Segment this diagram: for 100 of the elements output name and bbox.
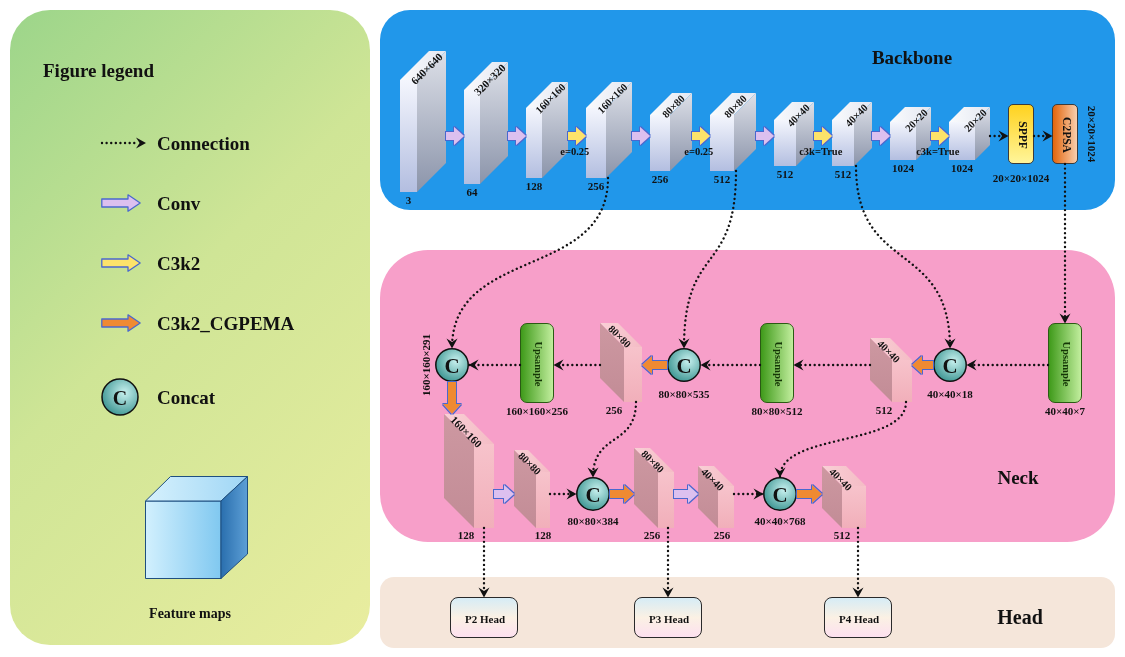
channel-count-label: 512 — [834, 168, 852, 180]
concat-node — [576, 477, 610, 511]
block-arrow — [814, 127, 832, 145]
channel-count-label: 256 — [605, 404, 623, 416]
block-arrow — [872, 127, 890, 145]
section-panel — [380, 10, 1115, 210]
block-arrow — [692, 127, 710, 145]
channel-count-label: 1024 — [951, 162, 973, 174]
legend-label: Concat — [157, 387, 216, 407]
concat-label: C — [772, 484, 788, 505]
head-box — [824, 597, 892, 638]
channel-count-label: 512 — [833, 529, 851, 541]
dotted-arrow — [1059, 162, 1071, 325]
feature-map-block — [698, 466, 734, 528]
block-arrow — [632, 127, 650, 145]
dotted-arrow — [776, 400, 908, 479]
feature-map-block — [400, 51, 446, 192]
concat-label: C — [676, 355, 692, 376]
legend-label: Feature maps — [149, 607, 231, 621]
feature-map-block — [634, 448, 674, 528]
dotted-arrow — [588, 400, 638, 479]
dotted-arrow — [965, 359, 1050, 371]
legend-label: Connection — [157, 133, 250, 153]
dotted-arrow — [478, 526, 490, 599]
concat-node — [933, 348, 967, 382]
upsample-block — [1048, 323, 1082, 403]
channel-count-label: 128 — [457, 529, 475, 541]
concat-node — [763, 477, 797, 511]
feature-map-block — [822, 466, 866, 528]
tensor-shape-label: 40×40×18 — [927, 388, 973, 400]
channel-count-label: 256 — [651, 173, 669, 185]
dotted-arrow — [552, 359, 602, 371]
tensor-shape-label: 160×160×256 — [506, 405, 568, 417]
channel-count-label: 3 — [405, 194, 412, 206]
block-arrow — [443, 382, 461, 414]
head-box — [634, 597, 702, 638]
block-arrow — [912, 356, 933, 374]
feature-map-block — [444, 414, 494, 528]
dotted-arrow — [1032, 130, 1054, 142]
block-arrow — [494, 485, 514, 503]
dotted-arrow — [548, 488, 578, 500]
feature-map-block — [870, 338, 912, 402]
upsample-block — [760, 323, 794, 403]
tensor-shape-label: 40×40×7 — [1045, 405, 1085, 417]
legend-label: C3k2_CGPEMA — [157, 313, 295, 333]
block-arrow — [674, 485, 698, 503]
section-panel — [380, 250, 1115, 542]
module-label: SPPF — [1016, 121, 1028, 149]
dotted-arrow — [447, 176, 610, 350]
feature-map-block — [600, 323, 642, 402]
channel-count-label: 256 — [643, 529, 661, 541]
dotted-arrow — [699, 359, 762, 371]
tensor-shape-label: 20×20×1024 — [992, 172, 1050, 184]
block-arrow — [931, 127, 949, 145]
legend-title: Figure legend — [43, 60, 154, 80]
channel-count-label: 128 — [525, 180, 543, 192]
channel-count-label: 64 — [466, 186, 478, 198]
dotted-arrow — [678, 169, 738, 350]
channel-count-label: 512 — [875, 404, 893, 416]
dotted-arrow — [662, 526, 674, 599]
dotted-arrow — [854, 164, 955, 350]
tensor-shape-label: 160×160×291 — [420, 334, 432, 396]
block-arrow — [610, 485, 634, 503]
block-arrow — [568, 127, 586, 145]
feature-map-block — [514, 450, 550, 528]
dotted-arrow — [852, 526, 864, 599]
feature-map-block — [464, 62, 508, 184]
module-label: Upsample — [1060, 341, 1072, 387]
module-label: Upsample — [532, 341, 544, 387]
dotted-arrow — [988, 130, 1010, 142]
concat-label: C — [444, 355, 460, 376]
tensor-shape-label: 80×80×384 — [567, 515, 619, 527]
module-block — [1052, 104, 1078, 164]
legend-label: C3k2 — [157, 253, 201, 273]
concat-label: C — [585, 484, 601, 505]
concat-label: C — [942, 355, 958, 376]
block-arrow — [508, 127, 526, 145]
head-label: P4 Head — [839, 613, 879, 624]
module-block — [1008, 104, 1034, 164]
head-label: P2 Head — [465, 613, 505, 624]
tensor-shape-label: 20×20×1024 — [1085, 105, 1097, 163]
channel-count-label: 128 — [534, 529, 552, 541]
tensor-shape-label: 80×80×512 — [751, 405, 803, 417]
channel-count-label: 256 — [713, 529, 731, 541]
legend-label: Conv — [157, 193, 201, 213]
upsample-block — [520, 323, 554, 403]
head-label: P3 Head — [649, 613, 689, 624]
block-arrow — [756, 127, 774, 145]
section-panel — [380, 577, 1115, 648]
tensor-shape-label: 40×40×768 — [754, 515, 806, 527]
concat-label: C — [112, 387, 128, 408]
module-label: C2PSA — [1060, 117, 1072, 153]
dotted-arrow — [792, 359, 872, 371]
concat-node — [667, 348, 701, 382]
block-arrow — [642, 356, 667, 374]
section-title: Head — [997, 607, 1043, 627]
channel-count-label: 256 — [587, 180, 605, 192]
dotted-arrow — [467, 359, 522, 371]
channel-count-label: 1024 — [892, 162, 914, 174]
module-label: Upsample — [772, 341, 784, 387]
